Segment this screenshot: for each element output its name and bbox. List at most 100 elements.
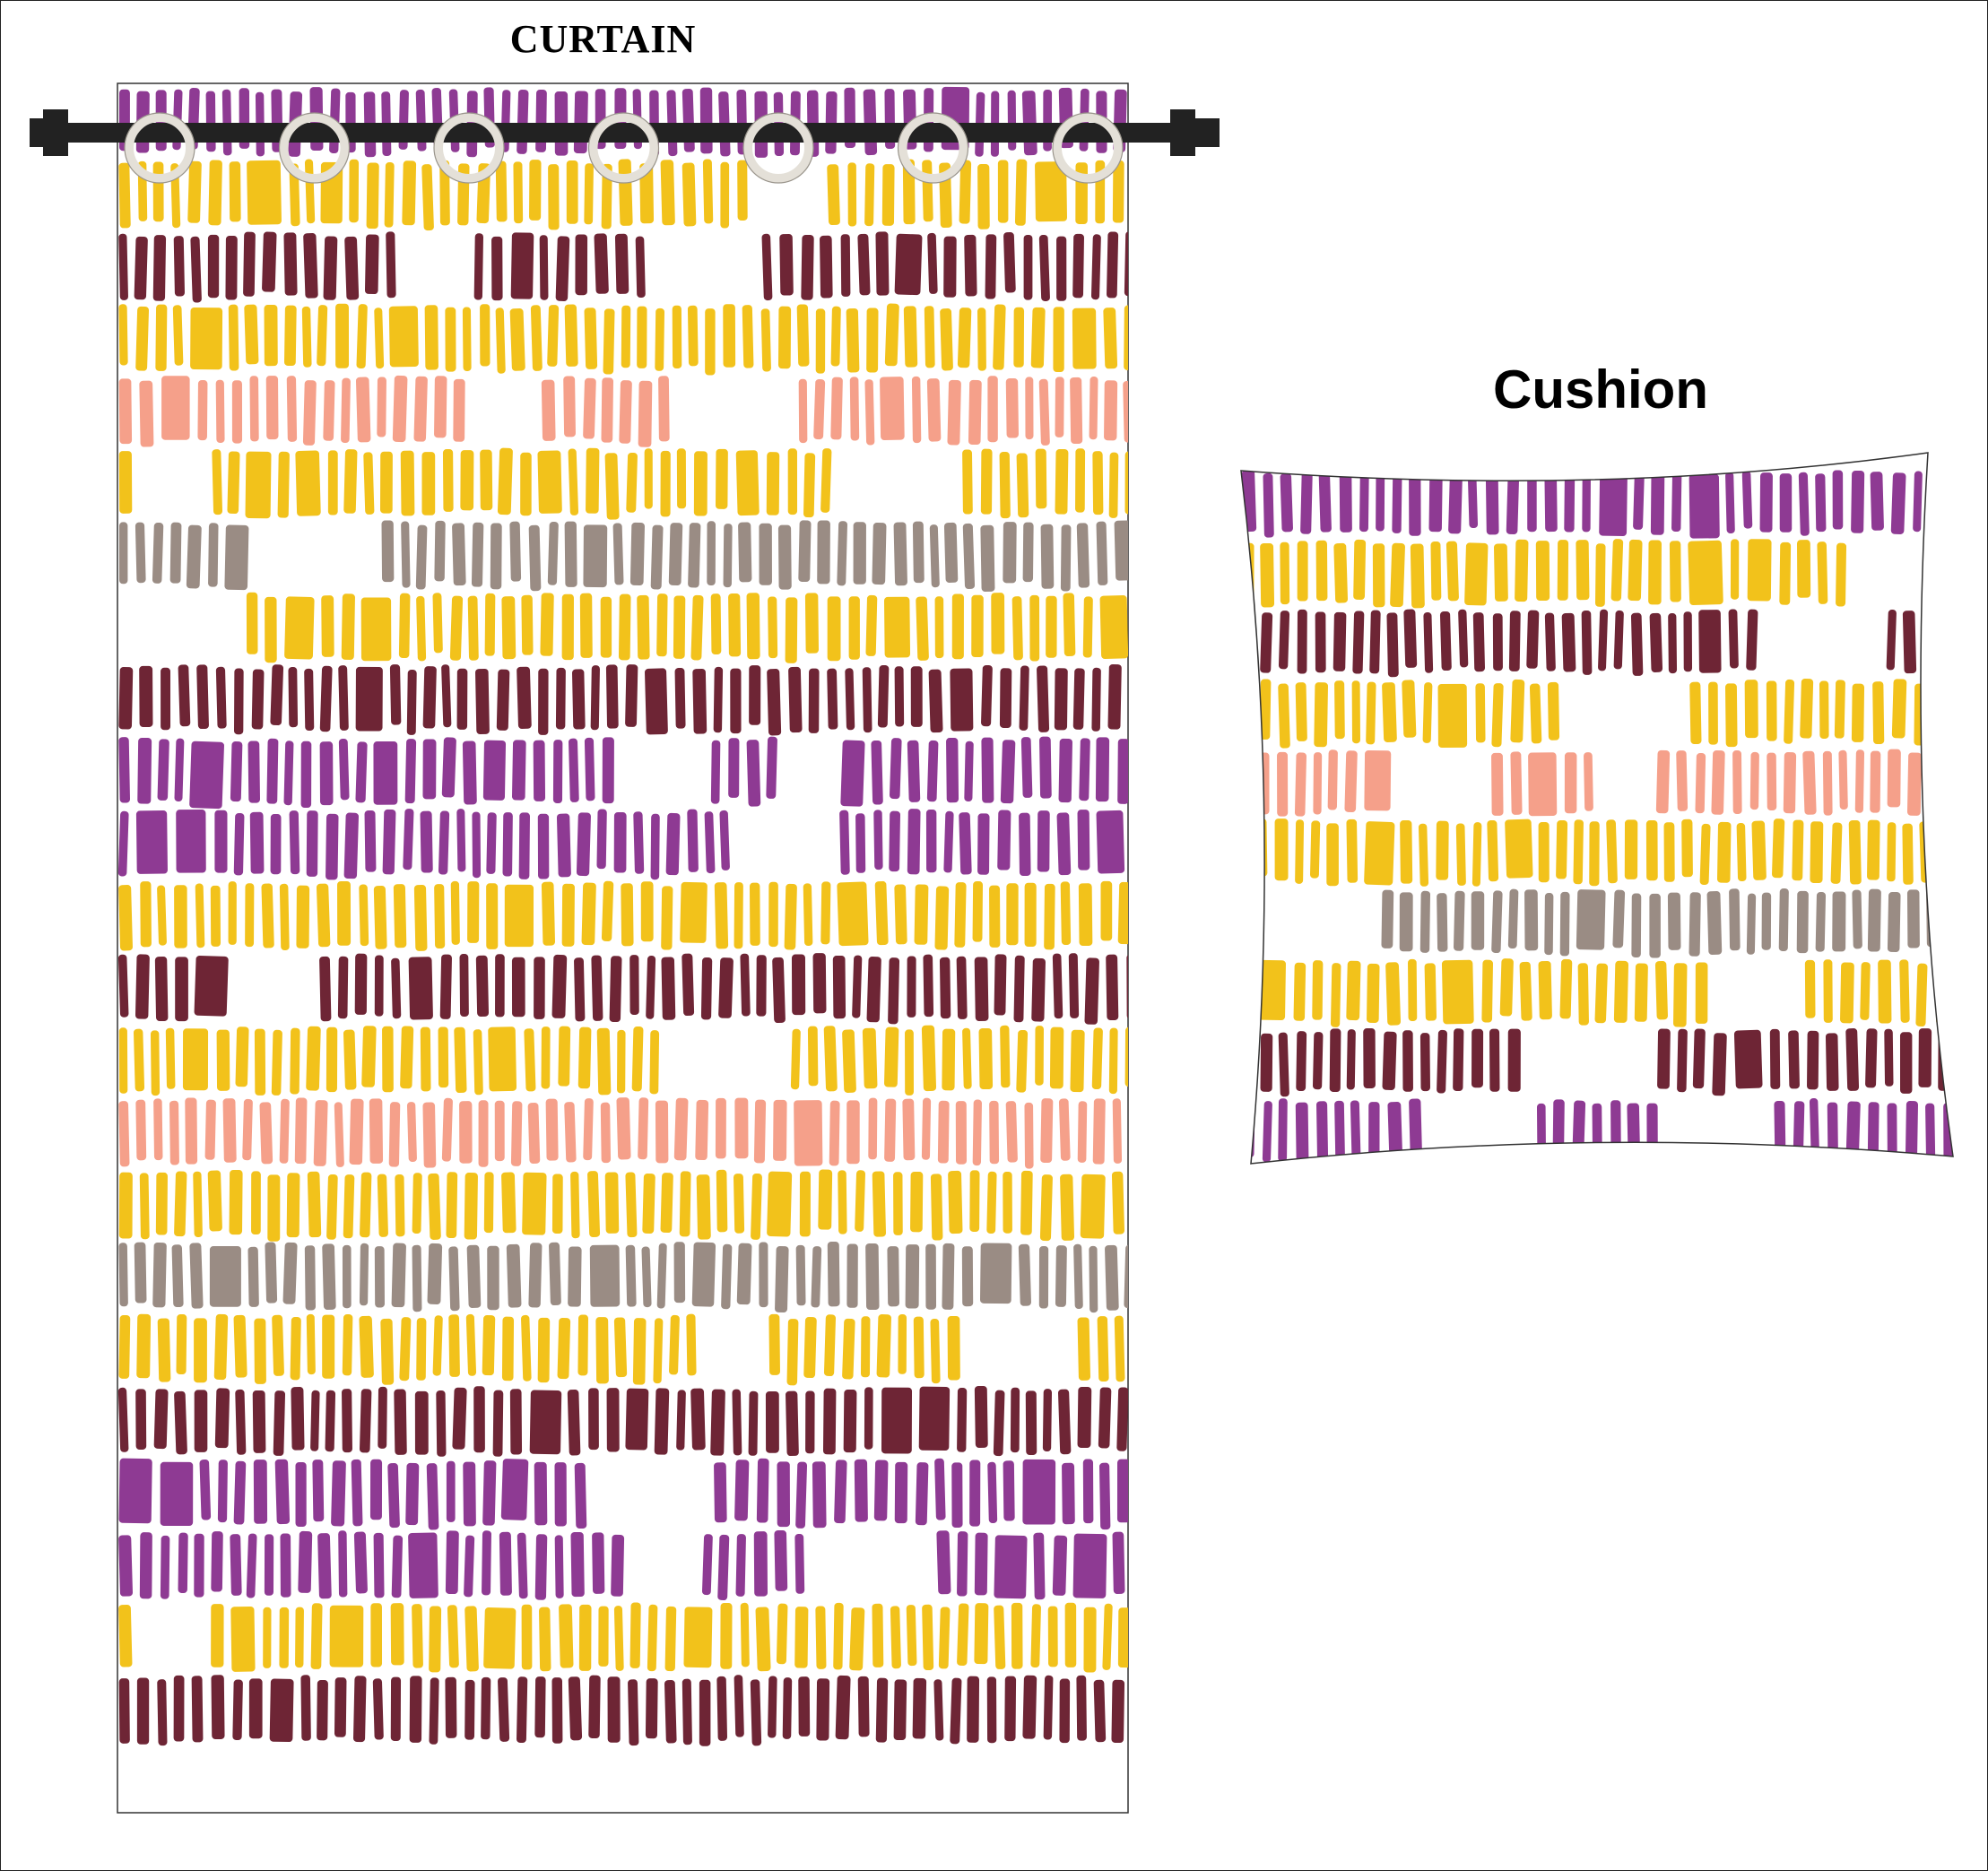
- curtain-stripe-stroke: [846, 1100, 860, 1165]
- curtain-stripe-stroke: [432, 593, 443, 654]
- curtain-stripe-stroke: [629, 955, 639, 1016]
- curtain-stripe-stroke: [872, 523, 887, 585]
- curtain-stripe-stroke: [730, 668, 742, 734]
- curtain-stripe-stroke: [1082, 596, 1093, 658]
- curtain-stripe-stroke: [838, 1170, 847, 1234]
- curtain-stripe-stroke: [924, 306, 935, 368]
- curtain-stripe-stroke: [986, 1171, 997, 1234]
- cushion-stripe-stroke: [1507, 888, 1519, 949]
- curtain-stripe-stroke: [637, 594, 650, 660]
- curtain-stripe-stroke: [325, 1390, 336, 1452]
- curtain-stripe-stroke: [1055, 448, 1069, 515]
- curtain-stripe-stroke: [776, 1603, 788, 1665]
- curtain-stripe-stroke: [974, 1532, 988, 1596]
- cushion-stripe-stroke: [1804, 959, 1816, 1018]
- curtain-stripe-stroke: [653, 1318, 664, 1384]
- curtain-stripe-stroke: [289, 163, 300, 227]
- curtain-stripe-stroke: [625, 664, 638, 727]
- cushion-stripe-stroke: [1942, 611, 1953, 670]
- curtain-stripe-stroke: [576, 812, 591, 877]
- curtain-stripe-stroke: [118, 667, 134, 730]
- cushion-stripe-stroke: [1840, 962, 1854, 1024]
- curtain-stripe-stroke: [753, 1531, 768, 1597]
- curtain-stripe-stroke: [317, 305, 328, 367]
- cushion-stripe-stroke: [1902, 611, 1917, 674]
- curtain-stripe-stroke: [118, 1678, 130, 1744]
- curtain-stripe-stroke: [445, 1530, 459, 1595]
- curtain-stripe-stroke: [249, 811, 265, 874]
- curtain-stripe-stroke: [452, 523, 466, 586]
- curtain-stripe-stroke: [906, 1605, 917, 1667]
- curtain-stripe-stroke: [1104, 380, 1118, 441]
- cushion-stripe-stroke: [1725, 683, 1738, 748]
- curtain-stripe-stroke: [640, 881, 654, 942]
- curtain-stripe-stroke: [997, 810, 1011, 871]
- curtain-stripe-stroke: [594, 233, 609, 294]
- curtain-stripe-stroke: [943, 236, 957, 298]
- curtain-stripe-stroke: [734, 1675, 744, 1737]
- curtain-stripe-stroke: [911, 376, 922, 444]
- curtain-stripe-stroke: [360, 1389, 372, 1453]
- curtain-stripe-stroke: [486, 883, 499, 949]
- curtain-stripe-stroke: [408, 1532, 438, 1598]
- cushion-stripe-stroke: [1366, 681, 1376, 745]
- curtain-stripe-stroke: [823, 1314, 837, 1377]
- grommet-ring-outline: [433, 112, 505, 184]
- curtain-stripe-stroke: [936, 1530, 951, 1595]
- cushion-stripe-stroke: [1645, 819, 1658, 881]
- curtain-stripe-stroke: [452, 1387, 467, 1450]
- curtain-stripe-stroke: [295, 450, 321, 516]
- curtain-stripe-stroke: [384, 161, 395, 228]
- curtain-stripe-stroke: [296, 885, 310, 948]
- curtain-stripe-stroke: [974, 957, 989, 1021]
- curtain-stripe-stroke: [262, 231, 277, 292]
- curtain-stripe-stroke: [1124, 451, 1128, 515]
- cushion-stripe-stroke: [1312, 1032, 1324, 1090]
- curtain-stripe-stroke: [714, 1462, 727, 1523]
- cushion-stripe-stroke: [1746, 609, 1758, 671]
- curtain-stripe-stroke: [117, 810, 129, 877]
- curtain-stripe-row: [118, 1097, 1123, 1169]
- cushion-stripe-stroke: [1552, 1099, 1565, 1163]
- curtain-stripe-stroke: [881, 164, 895, 226]
- curtain-stripe-stroke: [341, 377, 351, 444]
- curtain-stripe-stroke: [160, 1535, 170, 1599]
- curtain-stripe-stroke: [1020, 737, 1033, 798]
- curtain-stripe-stroke: [551, 1677, 563, 1744]
- curtain-stripe-row: [118, 159, 1124, 231]
- curtain-stripe-stroke: [551, 1174, 563, 1234]
- cushion-stripe-stroke: [1631, 893, 1642, 958]
- curtain-stripe-stroke: [169, 522, 182, 584]
- cushion-stripe-stroke: [1400, 819, 1413, 884]
- curtain-stripe-stroke: [849, 1607, 865, 1671]
- curtain-stripe-stroke: [602, 737, 614, 804]
- curtain-stripe-stroke: [434, 884, 446, 949]
- curtain-stripe-stroke: [738, 522, 752, 583]
- cushion-stripe-stroke: [1409, 472, 1421, 536]
- curtain-stripe-stroke: [668, 523, 683, 585]
- curtain-stripe-stroke: [497, 447, 513, 515]
- curtain-stripe-stroke: [761, 233, 773, 301]
- curtain-stripe-stroke: [380, 1318, 395, 1385]
- curtain-stripe-stroke: [473, 1386, 485, 1453]
- cushion-stripe-stroke: [1915, 963, 1928, 1027]
- curtain-stripe-stroke: [406, 669, 417, 735]
- curtain-stripe-stroke: [1098, 1462, 1111, 1530]
- curtain-stripe-stroke: [264, 1534, 274, 1596]
- curtain-stripe-stroke: [494, 1100, 505, 1162]
- curtain-stripe-stroke: [633, 811, 645, 874]
- curtain-stripe-stroke: [1058, 738, 1072, 803]
- curtain-stripe-stroke: [233, 668, 244, 735]
- curtain-stripe-stroke: [481, 1676, 491, 1740]
- cushion-stripe-stroke: [1767, 752, 1777, 811]
- curtain-stripe-stroke: [1047, 1606, 1058, 1667]
- curtain-stripe-stroke: [118, 737, 131, 803]
- curtain-stripe-stroke: [540, 593, 554, 656]
- curtain-stripe-stroke: [564, 304, 578, 367]
- curtain-stripe-stroke: [323, 380, 335, 441]
- curtain-stripe-stroke: [134, 1242, 147, 1304]
- curtain-stripe-stroke: [925, 809, 937, 873]
- curtain-stripe-stroke: [715, 1097, 726, 1159]
- curtain-stripe-stroke: [691, 1242, 716, 1307]
- curtain-stripe-stroke: [502, 812, 513, 877]
